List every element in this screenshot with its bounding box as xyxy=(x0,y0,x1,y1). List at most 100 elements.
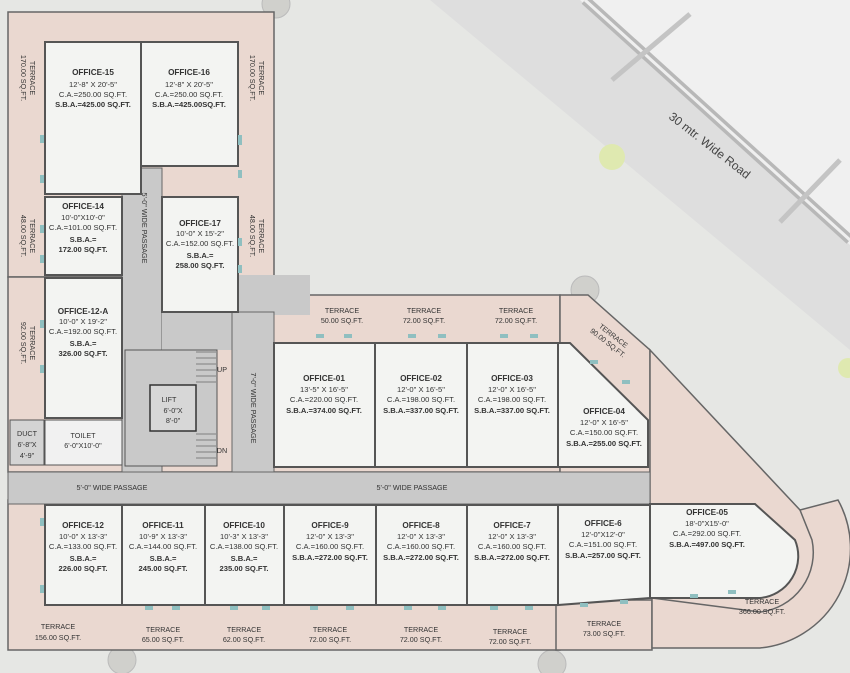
streetlight xyxy=(778,158,842,224)
terrace-area: 62.00 SQ.FT. xyxy=(223,635,265,644)
terrace-label: TERRACE xyxy=(227,625,262,634)
terrace-label: TERRACE xyxy=(493,627,528,636)
office-sba-value: 245.00 SQ.FT. xyxy=(139,564,188,573)
terrace-left-14: TERRACE 48.00 SQ.FT. xyxy=(19,215,37,257)
office-name: OFFICE-16 xyxy=(168,68,210,77)
office-size: 10'-0" X 15'-2" xyxy=(176,229,224,238)
office-12a-room[interactable] xyxy=(44,277,123,419)
duct xyxy=(9,419,45,466)
office-carpet-area: C.A.=160.00 SQ.FT. xyxy=(296,542,364,551)
terrace-area: 72.00 SQ.FT. xyxy=(495,316,537,325)
terrace-bottom-10: TERRACE 62.00 SQ.FT. xyxy=(223,625,265,644)
service-core: LIFT 6'-0"X 8'-0" UP DN TOILET 6'-0"X10'… xyxy=(9,349,227,467)
office-name: OFFICE-11 xyxy=(142,521,184,530)
terrace-area: 72.00 SQ.FT. xyxy=(400,635,442,644)
office-size: 10'-0" X 13'-3" xyxy=(59,532,107,541)
office-sba-label: S.B.A.= xyxy=(150,554,177,563)
office-size: 10'-3" X 13'-3" xyxy=(220,532,268,541)
office-02-room[interactable] xyxy=(374,342,468,468)
office-carpet-area: C.A.=152.00 SQ.FT. xyxy=(166,239,234,248)
terrace-area: 366.00 SQ.FT. xyxy=(739,607,785,616)
office-name: OFFICE-9 xyxy=(311,521,349,530)
office-size: 12'-0" X 13'-3" xyxy=(397,532,445,541)
office-14-room[interactable] xyxy=(44,196,123,276)
terrace-area: 72.00 SQ.FT. xyxy=(489,637,531,646)
office-04-room[interactable] xyxy=(557,342,649,468)
office-size: 12'-0" X 16'-5" xyxy=(580,418,628,427)
office-carpet-area: C.A.=292.00 SQ.FT. xyxy=(673,529,741,538)
office-12-room[interactable] xyxy=(44,504,123,606)
office-name: OFFICE-10 xyxy=(223,521,265,530)
office-carpet-area: C.A.=198.00 SQ.FT. xyxy=(387,395,455,404)
stair-up-label: UP xyxy=(217,365,227,374)
office-sba-value: 172.00 SQ.FT. xyxy=(59,245,108,254)
office-sba-value: 258.00 SQ.FT. xyxy=(176,261,225,270)
terrace-label: TERRACE xyxy=(257,61,266,96)
lift-shaft xyxy=(149,384,197,432)
office-03-room[interactable] xyxy=(466,342,559,468)
office-08: OFFICE-8 12'-0" X 13'-3" C.A.=160.00 SQ.… xyxy=(383,521,459,562)
office-name: OFFICE-04 xyxy=(583,407,625,416)
office-01-room[interactable] xyxy=(273,342,376,468)
office-15: OFFICE-15 12'-8" X 20'-5" C.A.=250.00 SQ… xyxy=(55,68,131,109)
terrace-top-01: TERRACE 50.00 SQ.FT. xyxy=(321,306,363,325)
office-size: 12'-0"X12'-0" xyxy=(581,530,625,539)
office-name: OFFICE-15 xyxy=(72,68,114,77)
office-name: OFFICE-12-A xyxy=(58,307,109,316)
office-carpet-area: C.A.=144.00 SQ.FT. xyxy=(129,542,197,551)
office-15-room[interactable] xyxy=(44,41,142,195)
terrace-right-17: TERRACE 48.00 SQ.FT. xyxy=(248,215,266,257)
terrace-area: 65.00 SQ.FT. xyxy=(142,635,184,644)
office-sba: S.B.A.=257.00 SQ.FT. xyxy=(565,551,641,560)
office-size: 10'-0" X 19'-2" xyxy=(59,317,107,326)
office-06: OFFICE-6 12'-0"X12'-0" C.A.=151.00 SQ.FT… xyxy=(565,519,641,560)
office-12a: OFFICE-12-A 10'-0" X 19'-2" C.A.=192.00 … xyxy=(49,307,117,358)
office-05: OFFICE-05 18'-0"X15'-0" C.A.=292.00 SQ.F… xyxy=(669,508,745,549)
office-09: OFFICE-9 12'-0" X 13'-3" C.A.=160.00 SQ.… xyxy=(292,521,368,562)
office-05-room[interactable] xyxy=(649,503,800,599)
office-size: 13'-5" X 16'-5" xyxy=(300,385,348,394)
office-carpet-area: C.A.=150.00 SQ.FT. xyxy=(570,428,638,437)
office-sba-label: S.B.A.= xyxy=(70,235,97,244)
lift-dim-1: 6'-0"X xyxy=(163,406,182,415)
office-sba-value: 235.00 SQ.FT. xyxy=(220,564,269,573)
office-sba: S.B.A.=272.00 SQ.FT. xyxy=(474,553,550,562)
terrace-label: TERRACE xyxy=(745,597,780,606)
office-07-room[interactable] xyxy=(466,504,559,606)
passage-label-vertical-top: 5'-0" WIDE PASSAGE xyxy=(140,193,149,264)
office-carpet-area: C.A.=138.00 SQ.FT. xyxy=(210,542,278,551)
duct-dim-2: 4'-9" xyxy=(20,451,35,460)
office-07: OFFICE-7 12'-0" X 13'-3" C.A.=160.00 SQ.… xyxy=(474,521,550,562)
terrace-top-02: TERRACE 72.00 SQ.FT. xyxy=(403,306,445,325)
office-sba: S.B.A.=425.00SQ.FT. xyxy=(152,100,226,109)
office-sba-value: 326.00 SQ.FT. xyxy=(59,349,108,358)
office-03: OFFICE-03 12'-0" X 16'-5" C.A.=198.00 SQ… xyxy=(474,374,550,415)
office-name: OFFICE-7 xyxy=(493,521,531,530)
office-carpet-area: C.A.=133.00 SQ.FT. xyxy=(49,542,117,551)
office-carpet-area: C.A.=192.00 SQ.FT. xyxy=(49,327,117,336)
office-sba-label: S.B.A.= xyxy=(231,554,258,563)
office-16: OFFICE-16 12'-8" X 20'-5" C.A.=250.00 SQ… xyxy=(152,68,226,109)
office-size: 18'-0"X15'-0" xyxy=(685,519,729,528)
terrace-label: TERRACE xyxy=(325,306,360,315)
office-carpet-area: C.A.=151.00 SQ.FT. xyxy=(569,540,637,549)
office-name: OFFICE-8 xyxy=(402,521,440,530)
passage-label-vertical-mid: 7'-0" WIDE PASSAGE xyxy=(249,373,258,444)
terrace-label: TERRACE xyxy=(407,306,442,315)
office-17-room[interactable] xyxy=(161,196,239,313)
terrace-area: 73.00 SQ.FT. xyxy=(583,629,625,638)
terrace-label: TERRACE xyxy=(587,619,622,628)
terrace-bottom-07: TERRACE 72.00 SQ.FT. xyxy=(489,627,531,646)
office-sba: S.B.A.=425.00 SQ.FT. xyxy=(55,100,131,109)
toilet xyxy=(44,419,123,466)
office-08-room[interactable] xyxy=(375,504,468,606)
office-name: OFFICE-03 xyxy=(491,374,533,383)
office-11-room[interactable] xyxy=(121,504,206,606)
office-carpet-area: C.A.=250.00 SQ.FT. xyxy=(59,90,127,99)
office-06-room[interactable] xyxy=(557,504,651,607)
office-16-room[interactable] xyxy=(140,41,239,167)
duct-label: DUCT xyxy=(17,429,38,438)
terrace-bottom-08: TERRACE 72.00 SQ.FT. xyxy=(400,625,442,644)
office-09-room[interactable] xyxy=(283,504,377,606)
terrace-label: TERRACE xyxy=(28,61,37,96)
